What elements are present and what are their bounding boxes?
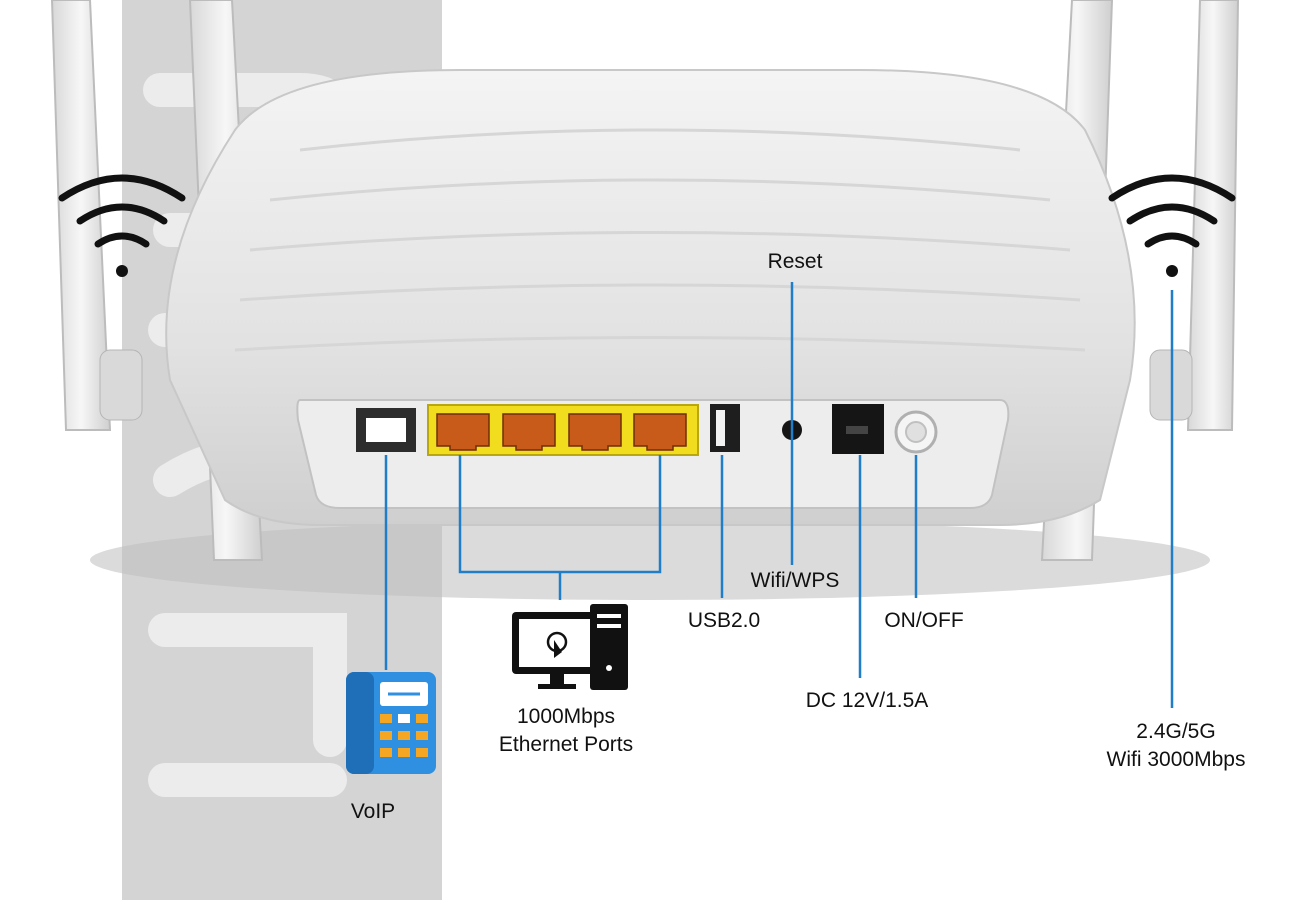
wifi-spec-label: 2.4G/5G Wifi 3000Mbps [1107, 718, 1246, 774]
dc-power-label: DC 12V/1.5A [805, 689, 929, 712]
ethernet-ports-label: 1000Mbps Ethernet Ports [499, 703, 633, 759]
wifi-icon [1108, 174, 1236, 277]
computer-icon [512, 604, 628, 690]
ethernet-speed-text: 1000Mbps [516, 705, 616, 728]
phone-icon [346, 672, 436, 774]
on-off-label: ON/OFF [884, 609, 964, 632]
wifi-icon [58, 174, 186, 277]
router-shadow [90, 520, 1210, 600]
wifi-band-text: 2.4G/5G [1136, 720, 1216, 743]
shell-ridges [234, 128, 1086, 352]
wifi-wps-label: Wifi/WPS [750, 569, 840, 592]
wifi-speed-text: Wifi 3000Mbps [1106, 748, 1246, 771]
reset-label: Reset [767, 250, 823, 273]
lan-ports [436, 413, 687, 451]
ethernet-ports-text: Ethernet Ports [498, 733, 634, 756]
voip-label: VoIP [350, 800, 396, 823]
callout-lines [384, 282, 1174, 708]
usb-label: USB2.0 [687, 609, 761, 632]
